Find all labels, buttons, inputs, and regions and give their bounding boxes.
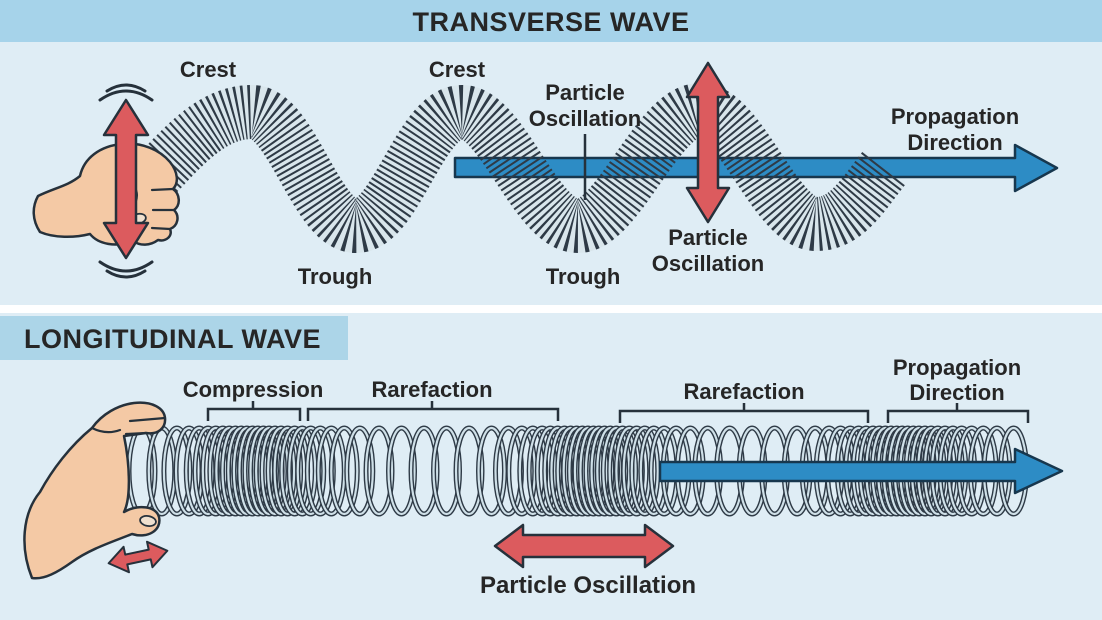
coil-loop — [267, 426, 296, 516]
coil-loop — [273, 426, 302, 516]
transverse-wave-title: TRANSVERSE WAVE — [412, 7, 689, 37]
coil-loop — [162, 426, 191, 516]
propagation-direction-arrow-longitudinal — [658, 447, 1064, 495]
propagation-direction-line2: Direction — [907, 130, 1002, 155]
coil-loop — [387, 426, 416, 516]
transverse-section: Crest Crest Trough Trough Particle Oscil… — [32, 57, 1059, 289]
propagation-direction-long-line2: Direction — [909, 380, 1004, 405]
thumb-nail — [139, 514, 157, 528]
trough-label-1: Trough — [298, 264, 373, 289]
transverse-header-band — [0, 0, 1102, 42]
rarefaction-bracket-1 — [306, 401, 560, 421]
rarefaction-label-1: Rarefaction — [371, 377, 492, 402]
hand-longitudinal — [23, 401, 167, 580]
compression-bracket — [206, 401, 302, 421]
particle-oscillation-top-line1: Particle — [545, 80, 625, 105]
crest-label-2: Crest — [429, 57, 486, 82]
rarefaction-label-2: Rarefaction — [683, 379, 804, 404]
transverse-slinky-coils — [126, 82, 906, 254]
compression-label: Compression — [183, 377, 324, 402]
coil-loop — [454, 426, 484, 516]
coil-loop — [409, 426, 439, 516]
coil-loop — [296, 426, 325, 516]
particle-oscillation-arrow-longitudinal — [493, 523, 675, 569]
particle-oscillation-label-longitudinal: Particle Oscillation — [480, 572, 696, 599]
propagation-direction-long-line1: Propagation — [893, 355, 1021, 380]
propagation-bracket — [886, 403, 1030, 423]
vibration-arcs-top — [98, 83, 154, 102]
coil-loop — [528, 426, 557, 516]
crest-label-1: Crest — [180, 57, 237, 82]
longitudinal-title-box — [0, 316, 348, 360]
particle-oscillation-top-line2: Oscillation — [529, 106, 641, 131]
longitudinal-wave-title: LONGITUDINAL WAVE — [24, 324, 321, 354]
coil-loop — [288, 426, 317, 516]
coil-loop — [608, 426, 637, 516]
coil-loop — [243, 426, 273, 516]
trough-label-2: Trough — [546, 264, 621, 289]
vibration-arcs-bottom — [98, 260, 154, 279]
coil-loop — [630, 426, 659, 516]
particle-oscillation-right-line1: Particle — [668, 225, 748, 250]
rarefaction-bracket-2 — [618, 403, 870, 423]
longitudinal-section: Compression Rarefaction Rarefaction Prop… — [23, 355, 1064, 599]
particle-oscillation-arrow-right — [685, 61, 731, 224]
coil-loop — [215, 426, 244, 516]
hand-finger-lines — [90, 416, 167, 436]
coil-loop — [507, 426, 536, 516]
coil-loop — [330, 426, 359, 516]
coil-loop — [364, 426, 394, 516]
coil-loop — [477, 426, 506, 516]
hand-finger-lines — [125, 178, 176, 231]
particle-oscillation-right-line2: Oscillation — [652, 251, 764, 276]
hand-oscillation-arrow — [107, 540, 169, 574]
coil-loop — [432, 426, 461, 516]
coil-loop — [345, 426, 374, 516]
propagation-direction-line1: Propagation — [891, 104, 1019, 129]
particle-oscillation-arrow-left — [102, 98, 150, 260]
section-divider — [0, 305, 1102, 313]
propagation-direction-arrow — [453, 143, 1059, 193]
coil-loop — [550, 426, 579, 516]
